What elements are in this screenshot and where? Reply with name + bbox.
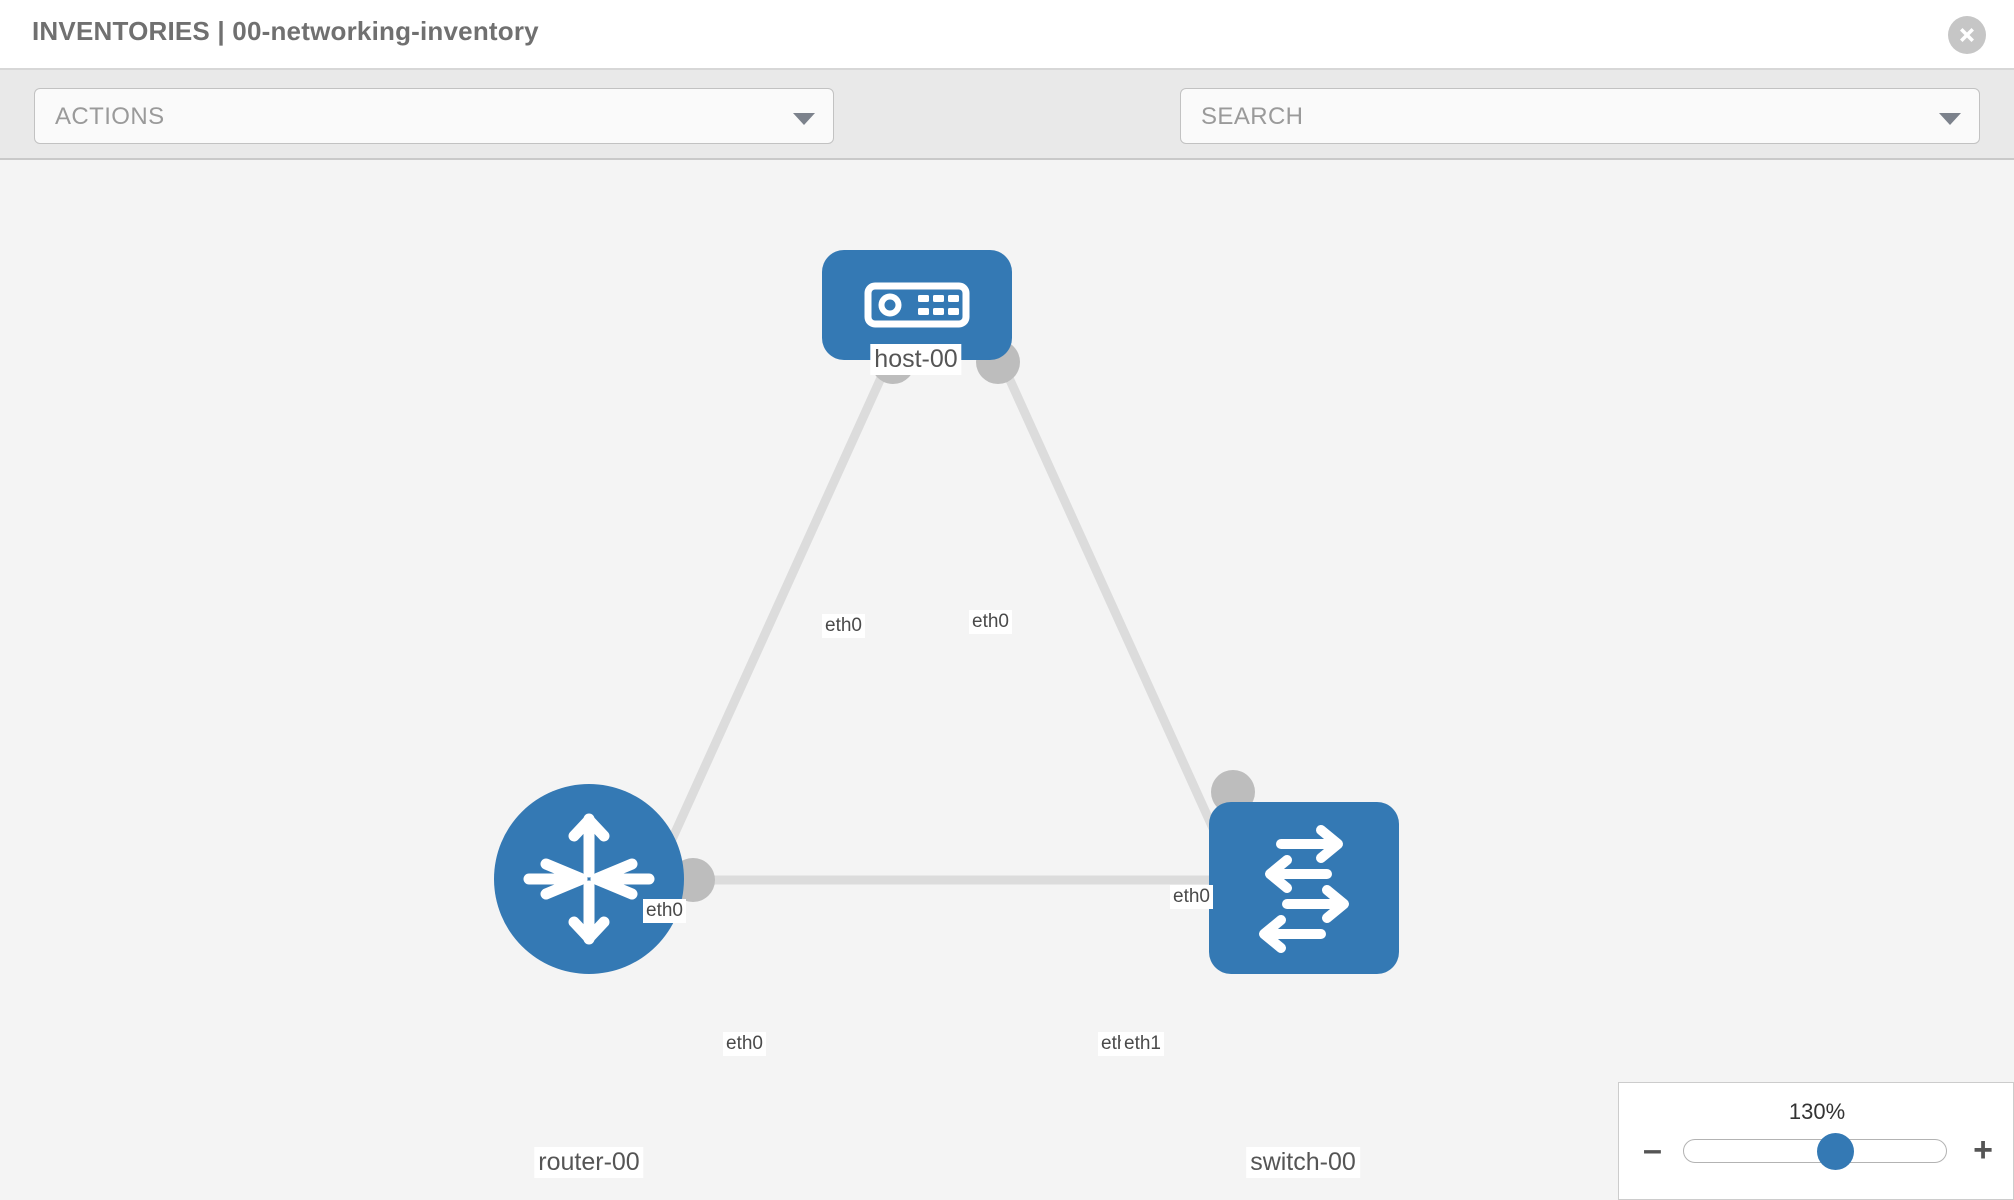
zoom-level-value: 130%	[1788, 1099, 1846, 1124]
iface-label: eth1	[1121, 1032, 1164, 1056]
topology-canvas[interactable]: host-00 router-00	[0, 162, 2014, 1200]
server-icon	[864, 282, 970, 328]
router-icon	[523, 813, 655, 945]
iface-label: eth0	[1170, 885, 1213, 909]
iface-label: eth0	[822, 614, 865, 638]
node-label-host-00: host-00	[870, 344, 962, 375]
iface-label: eth0	[723, 1032, 766, 1056]
node-router-00[interactable]	[494, 784, 684, 974]
switch-node-shape[interactable]	[1209, 802, 1399, 974]
router-node-shape[interactable]	[494, 784, 684, 974]
host-node-shape[interactable]	[822, 250, 1012, 360]
link-host-router	[645, 356, 895, 890]
toolbar: ACTIONS SEARCH	[0, 70, 2014, 198]
actions-dropdown[interactable]: ACTIONS	[34, 88, 834, 144]
node-label-router-00: router-00	[534, 1147, 644, 1178]
chevron-down-icon	[793, 113, 815, 125]
iface-label: eth0	[969, 610, 1012, 634]
page-title: INVENTORIES | 00-networking-inventory	[32, 16, 539, 46]
search-input[interactable]: SEARCH	[1180, 88, 1980, 144]
switch-icon	[1259, 825, 1349, 953]
close-icon	[1960, 28, 1974, 42]
zoom-slider-thumb[interactable]	[1817, 1133, 1855, 1170]
link-host-switch	[995, 356, 1245, 890]
zoom-out-button[interactable]: –	[1643, 1131, 1662, 1169]
zoom-in-button[interactable]: +	[1973, 1131, 1993, 1169]
node-label-switch-00: switch-00	[1246, 1147, 1360, 1178]
search-placeholder-label: SEARCH	[1201, 103, 1304, 130]
node-host-00[interactable]	[822, 250, 1012, 360]
actions-dropdown-label: ACTIONS	[55, 103, 165, 130]
page-header: INVENTORIES | 00-networking-inventory	[0, 0, 2014, 70]
chevron-down-icon	[1939, 113, 1961, 125]
zoom-control-panel: 130% – +	[1618, 1082, 2014, 1200]
node-switch-00[interactable]	[1209, 802, 1399, 974]
close-button[interactable]	[1948, 16, 1986, 54]
iface-label: eth0	[643, 899, 686, 923]
zoom-slider-track[interactable]	[1683, 1133, 1947, 1170]
